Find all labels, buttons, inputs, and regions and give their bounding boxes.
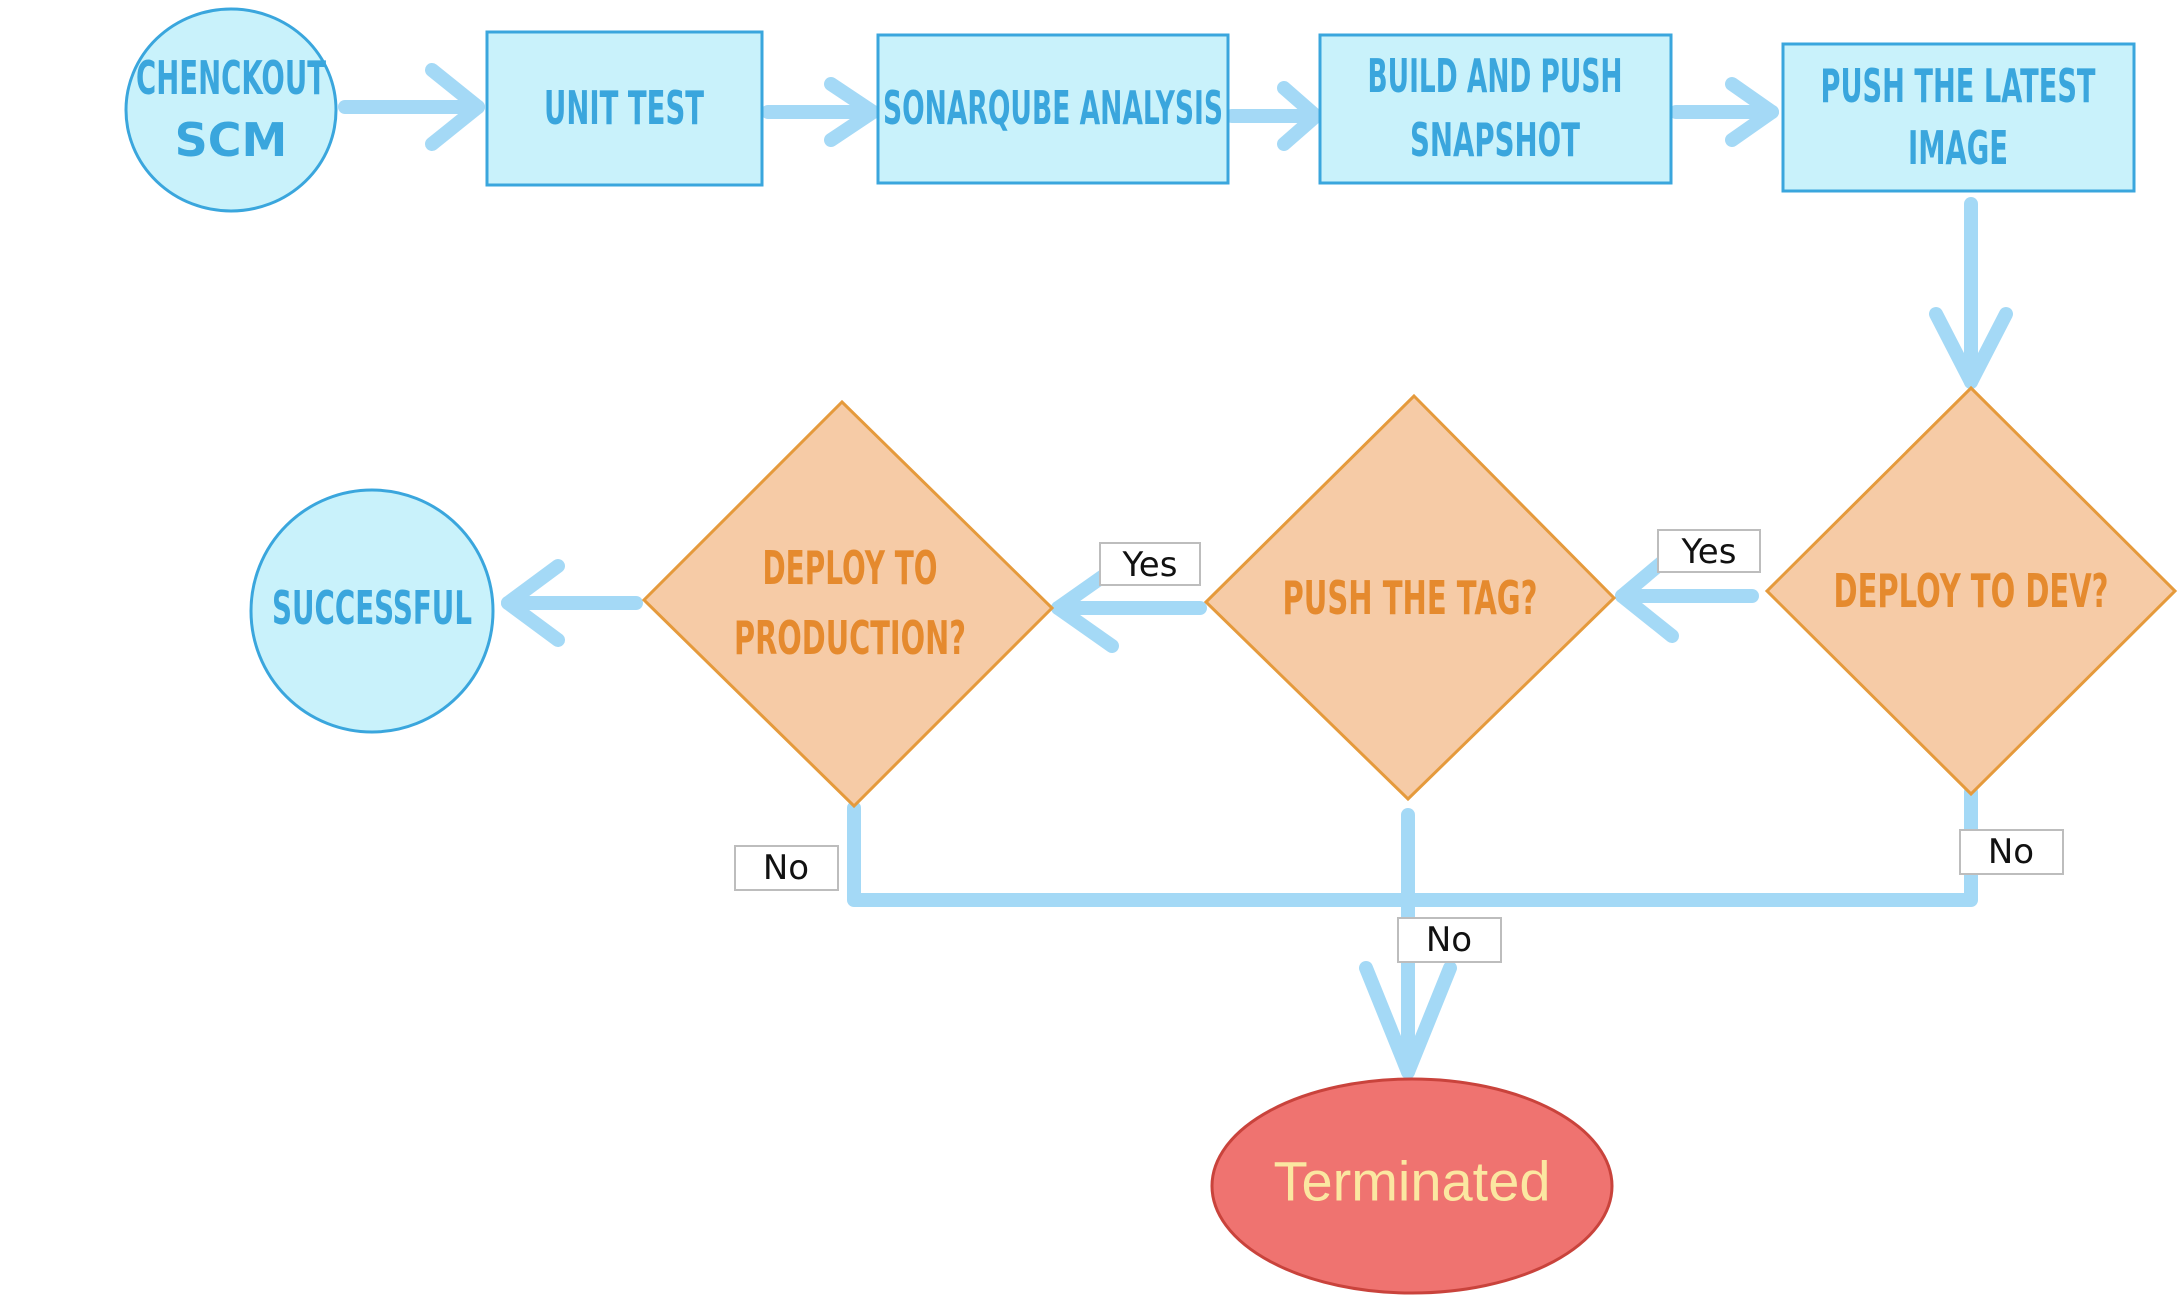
checkout-label-line2: SCM xyxy=(175,113,288,167)
edge-label-dev-no: No xyxy=(1959,829,2064,875)
deploy-dev-label: DEPLOY TO DEV? xyxy=(1834,564,2109,618)
terminated-ellipse xyxy=(1210,1077,1614,1295)
unit-test-label: UNIT TEST xyxy=(544,81,704,135)
successful-label: SUCCESSFUL xyxy=(272,581,472,635)
edge-label-tag-no: No xyxy=(1397,917,1502,963)
node-build-push-snapshot: BUILD AND PUSH SNAPSHOT xyxy=(1318,33,1673,185)
node-push-latest-image: PUSH THE LATEST IMAGE xyxy=(1781,42,2136,193)
node-deploy-to-production: DEPLOY TO PRODUCTION? xyxy=(641,399,1055,809)
node-terminated: Terminated xyxy=(1210,1077,1614,1295)
node-push-the-tag: PUSH THE TAG? xyxy=(1203,393,1617,802)
dev-yes-text: Yes xyxy=(1681,532,1737,572)
dev-no-text: No xyxy=(1988,832,2034,872)
connectors xyxy=(338,63,2013,1079)
tag-no-text: No xyxy=(1426,920,1472,960)
build-push-label-line1: BUILD AND PUSH xyxy=(1368,49,1623,103)
terminated-label: Terminated xyxy=(1273,1150,1550,1213)
prod-no-box xyxy=(734,845,839,891)
tag-yes-text: Yes xyxy=(1122,545,1178,585)
deploy-prod-diamond xyxy=(641,399,1055,809)
push-latest-label-line2: IMAGE xyxy=(1908,121,2008,175)
checkout-circle xyxy=(124,7,338,213)
build-push-box xyxy=(1318,33,1673,185)
node-deploy-to-dev: DEPLOY TO DEV? xyxy=(1764,385,2178,797)
sonarqube-box xyxy=(876,33,1230,185)
deploy-prod-label-line1: DEPLOY TO xyxy=(763,541,938,595)
deploy-prod-label-line2: PRODUCTION? xyxy=(734,611,966,665)
arrowhead-terminated xyxy=(1359,961,1457,1079)
node-sonarqube-analysis: SONARQUBE ANALYSIS xyxy=(876,33,1230,185)
edge-label-tag-yes: Yes xyxy=(1099,542,1201,586)
arrowhead-deploy-prod xyxy=(1051,563,1119,653)
node-checkout-scm: CHENCKOUT SCM xyxy=(124,7,338,213)
push-tag-diamond xyxy=(1203,393,1617,802)
build-push-label-line2: SNAPSHOT xyxy=(1410,113,1580,167)
successful-circle xyxy=(249,488,495,734)
prod-no-text: No xyxy=(763,848,809,888)
arrowhead-push-latest xyxy=(1725,77,1779,147)
push-latest-label-line1: PUSH THE LATEST xyxy=(1821,59,2096,113)
edge-deploy-dev-no xyxy=(1401,785,1978,907)
arrowhead-build xyxy=(1277,81,1323,151)
tag-no-box xyxy=(1397,917,1502,963)
arrowhead-deploy-dev xyxy=(1929,307,2013,389)
edge-label-prod-no: No xyxy=(734,845,839,891)
push-tag-label: PUSH THE TAG? xyxy=(1283,571,1538,625)
unit-test-box xyxy=(485,30,764,187)
tag-yes-box xyxy=(1099,542,1201,586)
deploy-dev-diamond xyxy=(1764,385,2178,797)
dev-no-box xyxy=(1959,829,2064,875)
node-successful: SUCCESSFUL xyxy=(249,488,495,734)
arrowhead-unit-test xyxy=(425,63,485,151)
edge-label-dev-yes: Yes xyxy=(1657,529,1761,573)
edge-deploy-prod-no xyxy=(847,801,1415,907)
sonarqube-label: SONARQUBE ANALYSIS xyxy=(883,81,1223,135)
checkout-label-line1: CHENCKOUT xyxy=(136,51,326,105)
dev-yes-box xyxy=(1657,529,1761,573)
arrowhead-sonarqube xyxy=(824,77,880,147)
push-latest-box xyxy=(1781,42,2136,193)
arrowhead-successful xyxy=(501,559,565,647)
arrowhead-push-tag xyxy=(1615,547,1679,643)
node-unit-test: UNIT TEST xyxy=(485,30,764,187)
